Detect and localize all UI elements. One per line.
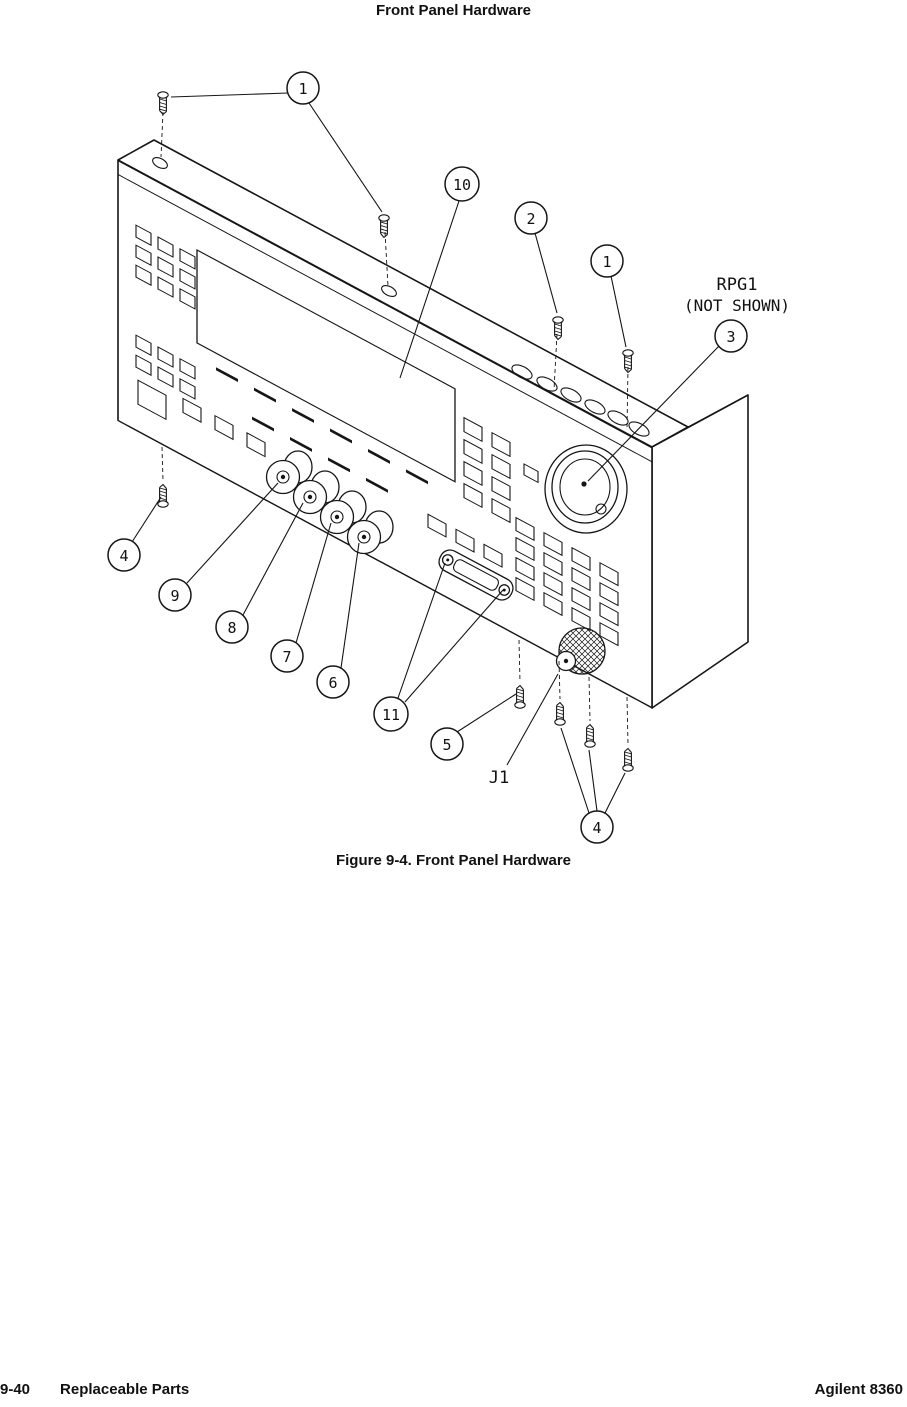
callout-bnc-7: 7 [270,639,304,673]
front-trim-line [118,173,652,463]
callout-label: 4 [119,547,128,565]
chassis-front-face [117,159,653,709]
chassis [117,139,749,709]
chassis-side-top-edge [687,394,749,428]
footer-left: 9-40 Replaceable Parts [0,1381,189,1398]
callout-right-screw: 1 [590,244,624,278]
rpg-knob [544,444,628,534]
large-key [137,379,167,421]
top-face-holes [152,156,650,437]
key-cluster-upper-left [135,224,196,310]
bnc-connector-9 [265,450,313,495]
callout-label: 10 [453,176,471,194]
bnc-connector-6 [346,510,394,555]
footer-page-number: 9-40 [0,1381,31,1398]
round-connector [555,627,606,675]
screw-hole [152,156,168,170]
callout-top-screws: 1 [286,71,320,105]
callout-label: 3 [726,328,735,346]
callout-label: 1 [298,80,307,98]
chassis-side-face [651,394,749,709]
callout-top-screw-2: 2 [514,201,548,235]
rpg1-not-shown-label: (NOT SHOWN) [684,296,790,315]
key-cluster-right-of-display [463,416,539,524]
key-cluster-bottom-middle [427,513,503,568]
callout-bnc-6: 6 [316,665,350,699]
callout-left-screw: 4 [107,538,141,572]
footer-section: Replaceable Parts [60,1381,190,1398]
bnc-connectors [265,450,394,555]
callout-label: 8 [227,619,236,637]
callout-label: 6 [328,674,337,692]
j1-connector [438,549,514,601]
j1-label: J1 [489,768,509,788]
callout-label: 5 [442,736,451,754]
screw-centerlines [160,111,629,746]
callout-bnc-9: 9 [158,578,192,612]
leader-lines [131,92,720,814]
softkey-labels [216,367,428,493]
callout-label: 2 [526,210,535,228]
key-cluster-lower-left [135,334,266,458]
page-header-title: Front Panel Hardware [375,2,532,19]
figure-caption: Figure 9-4. Front Panel Hardware [335,852,572,869]
callout-display: 10 [444,166,480,202]
rpg1-label: RPG1 [717,275,758,295]
callout-bnc-8: 8 [215,610,249,644]
callout-label: 1 [602,253,611,271]
callout-bottom-screw: 5 [430,727,464,761]
callout-knob: 3 [714,319,748,353]
callout-label: 11 [382,706,400,724]
keypad [515,516,619,647]
callout-connector-screws: 11 [373,696,409,732]
bnc-connector-7 [319,490,367,535]
callout-label: 7 [282,648,291,666]
display-window [196,248,456,483]
callout-label: 9 [170,587,179,605]
screw-hole [381,284,397,298]
callout-label: 4 [592,819,601,837]
callout-bottom-right-screws: 4 [580,810,614,844]
footer-product: Agilent 8360 [814,1381,903,1398]
